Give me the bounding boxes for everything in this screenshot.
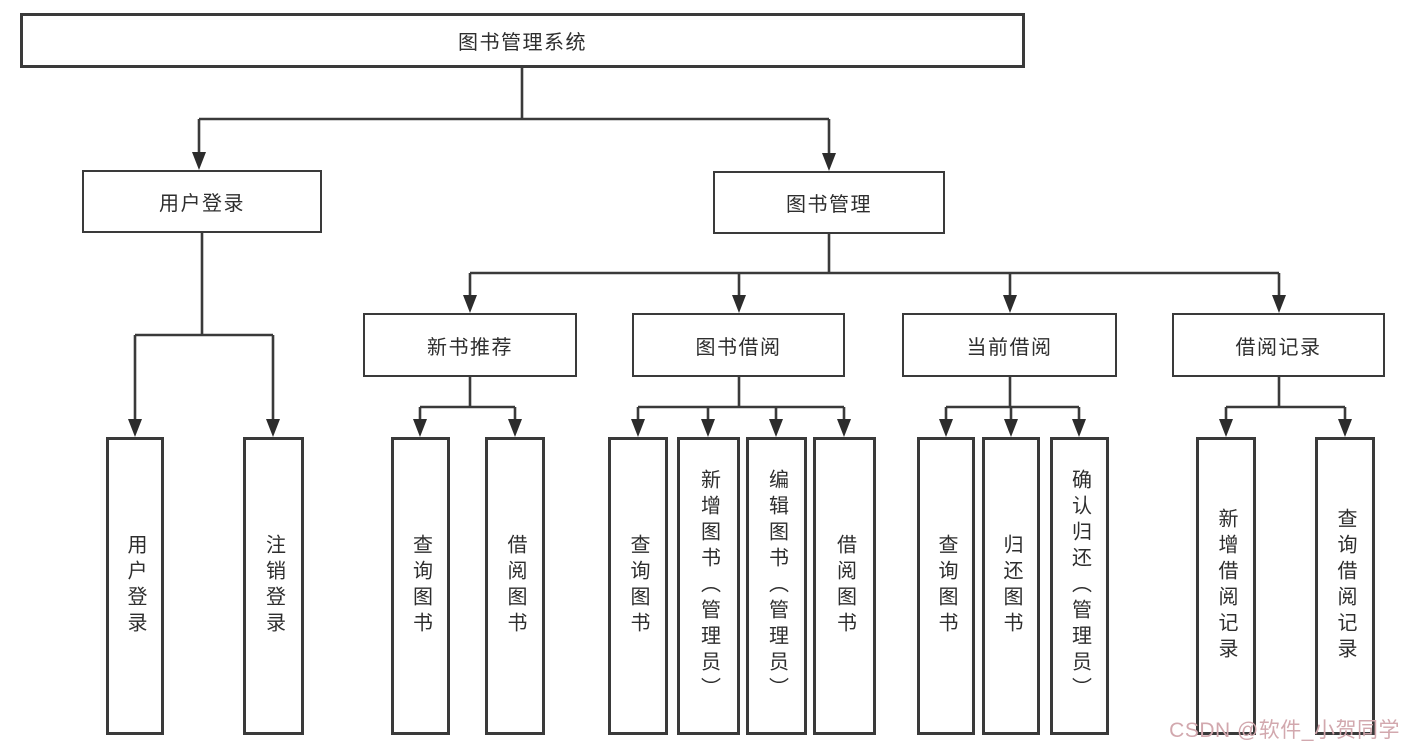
leaf-query-books-borrowing: 查询图书 [608, 437, 668, 735]
node-borrowing-records: 借阅记录 [1172, 313, 1385, 377]
node-label: 图书管理系统 [458, 32, 587, 54]
leaf-label: 查询图书 [409, 534, 432, 638]
node-new-book-recommend: 新书推荐 [363, 313, 577, 377]
node-label: 用户登录 [159, 193, 245, 215]
tree-edges [133, 68, 1347, 419]
node-book-management: 图书管理 [713, 171, 945, 234]
leaf-label: 新增借阅记录 [1215, 508, 1237, 664]
leaf-user-login: 用户登录 [106, 437, 164, 735]
leaf-label: 借阅图书 [833, 534, 856, 638]
leaf-label: 查询借阅记录 [1334, 508, 1356, 664]
node-current-borrowing: 当前借阅 [902, 313, 1117, 377]
node-label: 当前借阅 [966, 336, 1053, 359]
leaf-label: 新增图书（管理员） [697, 469, 720, 703]
leaf-query-books-current: 查询图书 [917, 437, 975, 735]
node-label: 借阅记录 [1235, 336, 1322, 359]
leaf-add-books-admin: 新增图书（管理员） [677, 437, 740, 735]
node-user-login: 用户登录 [82, 170, 322, 233]
leaf-label: 用户登录 [124, 534, 146, 638]
leaf-borrow-books-recommend: 借阅图书 [485, 437, 545, 735]
leaf-return-books: 归还图书 [982, 437, 1040, 735]
leaf-label: 归还图书 [1000, 534, 1022, 638]
csdn-watermark: CSDN @软件_小贺同学 [1169, 719, 1400, 742]
leaf-add-borrow-record: 新增借阅记录 [1196, 437, 1256, 735]
leaf-query-borrow-record: 查询借阅记录 [1315, 437, 1375, 735]
node-label: 新书推荐 [427, 336, 513, 359]
leaf-label: 确认归还（管理员） [1068, 469, 1091, 703]
leaf-edit-books-admin: 编辑图书（管理员） [746, 437, 807, 735]
node-root-system: 图书管理系统 [20, 13, 1025, 68]
leaf-label: 借阅图书 [504, 534, 526, 638]
leaf-label: 查询图书 [935, 534, 957, 638]
leaf-logout: 注销登录 [243, 437, 304, 735]
node-label: 图书管理 [786, 194, 872, 216]
leaf-label: 查询图书 [627, 534, 649, 638]
leaf-query-books-recommend: 查询图书 [391, 437, 450, 735]
leaf-borrow-books: 借阅图书 [813, 437, 876, 735]
node-book-borrowing: 图书借阅 [632, 313, 845, 377]
leaf-label: 编辑图书（管理员） [765, 469, 788, 703]
leaf-label: 注销登录 [262, 534, 285, 638]
node-label: 图书借阅 [695, 336, 782, 359]
leaf-confirm-return-admin: 确认归还（管理员） [1050, 437, 1109, 735]
